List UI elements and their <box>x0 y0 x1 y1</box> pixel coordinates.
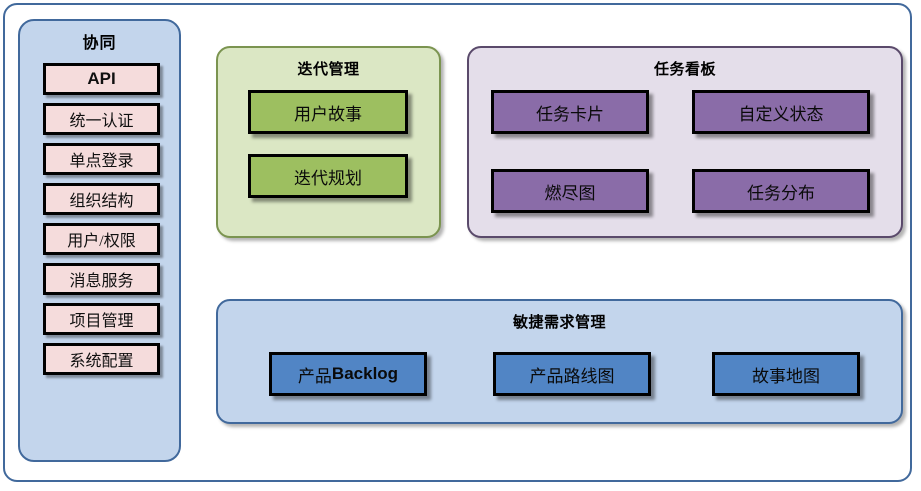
node-label: 迭代规划 <box>294 168 362 188</box>
node-label: 故事地图 <box>752 366 820 386</box>
node-label: 任务卡片 <box>536 104 604 124</box>
sidebar-item-label: 项目管理 <box>69 313 134 330</box>
node-label: 产品路线图 <box>529 366 615 386</box>
node-label: 自定义状态 <box>738 104 824 124</box>
sidebar-title: 协同 <box>82 35 117 52</box>
node-label: 任务分布 <box>747 183 815 203</box>
node-task-distribution[interactable]: 任务分布 <box>692 169 870 213</box>
sidebar-item-label: 组织结构 <box>69 193 134 210</box>
panel-title-task-board: 任务看板 <box>653 61 716 78</box>
sidebar-item-sso[interactable]: 单点登录 <box>43 143 160 175</box>
node-label-bold: Backlog <box>331 364 399 383</box>
sidebar-item-label: 统一认证 <box>69 113 134 130</box>
node-custom-status[interactable]: 自定义状态 <box>692 90 870 134</box>
outer-frame <box>3 3 912 482</box>
node-label-prefix: 产品 <box>297 366 332 386</box>
panel-title-iteration-management: 迭代管理 <box>297 61 360 78</box>
sidebar-item-system-config[interactable]: 系统配置 <box>43 343 160 375</box>
sidebar-item-api[interactable]: API <box>43 63 160 95</box>
node-task-card[interactable]: 任务卡片 <box>491 90 649 134</box>
node-user-story[interactable]: 用户故事 <box>248 90 408 134</box>
sidebar-item-project-management[interactable]: 项目管理 <box>43 303 160 335</box>
sidebar-item-user-permission[interactable]: 用户/权限 <box>43 223 160 255</box>
sidebar-item-label: 系统配置 <box>69 353 134 370</box>
node-label: 燃尽图 <box>544 183 596 203</box>
node-product-roadmap[interactable]: 产品路线图 <box>493 352 651 396</box>
panel-iteration-management[interactable]: 迭代管理 用户故事 迭代规划 <box>216 46 441 238</box>
panel-title-agile-requirement-management: 敏捷需求管理 <box>512 314 606 331</box>
sidebar-item-message-service[interactable]: 消息服务 <box>43 263 160 295</box>
node-label: 用户故事 <box>294 104 362 124</box>
sidebar-item-org-structure[interactable]: 组织结构 <box>43 183 160 215</box>
sidebar-item-label: API <box>87 69 116 88</box>
node-iteration-planning[interactable]: 迭代规划 <box>248 154 408 198</box>
sidebar-item-label: 单点登录 <box>69 153 134 170</box>
sidebar-item-label: 用户/权限 <box>67 233 136 250</box>
node-burndown-chart[interactable]: 燃尽图 <box>491 169 649 213</box>
sidebar-panel-collaboration[interactable]: 协同 API 统一认证 单点登录 组织结构 用户/权限 消息服务 项目管理 <box>18 19 181 462</box>
sidebar-item-list: API 统一认证 单点登录 组织结构 用户/权限 消息服务 项目管理 系统配置 <box>43 63 160 383</box>
sidebar-item-unified-auth[interactable]: 统一认证 <box>43 103 160 135</box>
node-story-map[interactable]: 故事地图 <box>712 352 860 396</box>
sidebar-item-label: 消息服务 <box>69 273 134 290</box>
panel-task-board[interactable]: 任务看板 任务卡片 自定义状态 燃尽图 任务分布 <box>467 46 903 238</box>
